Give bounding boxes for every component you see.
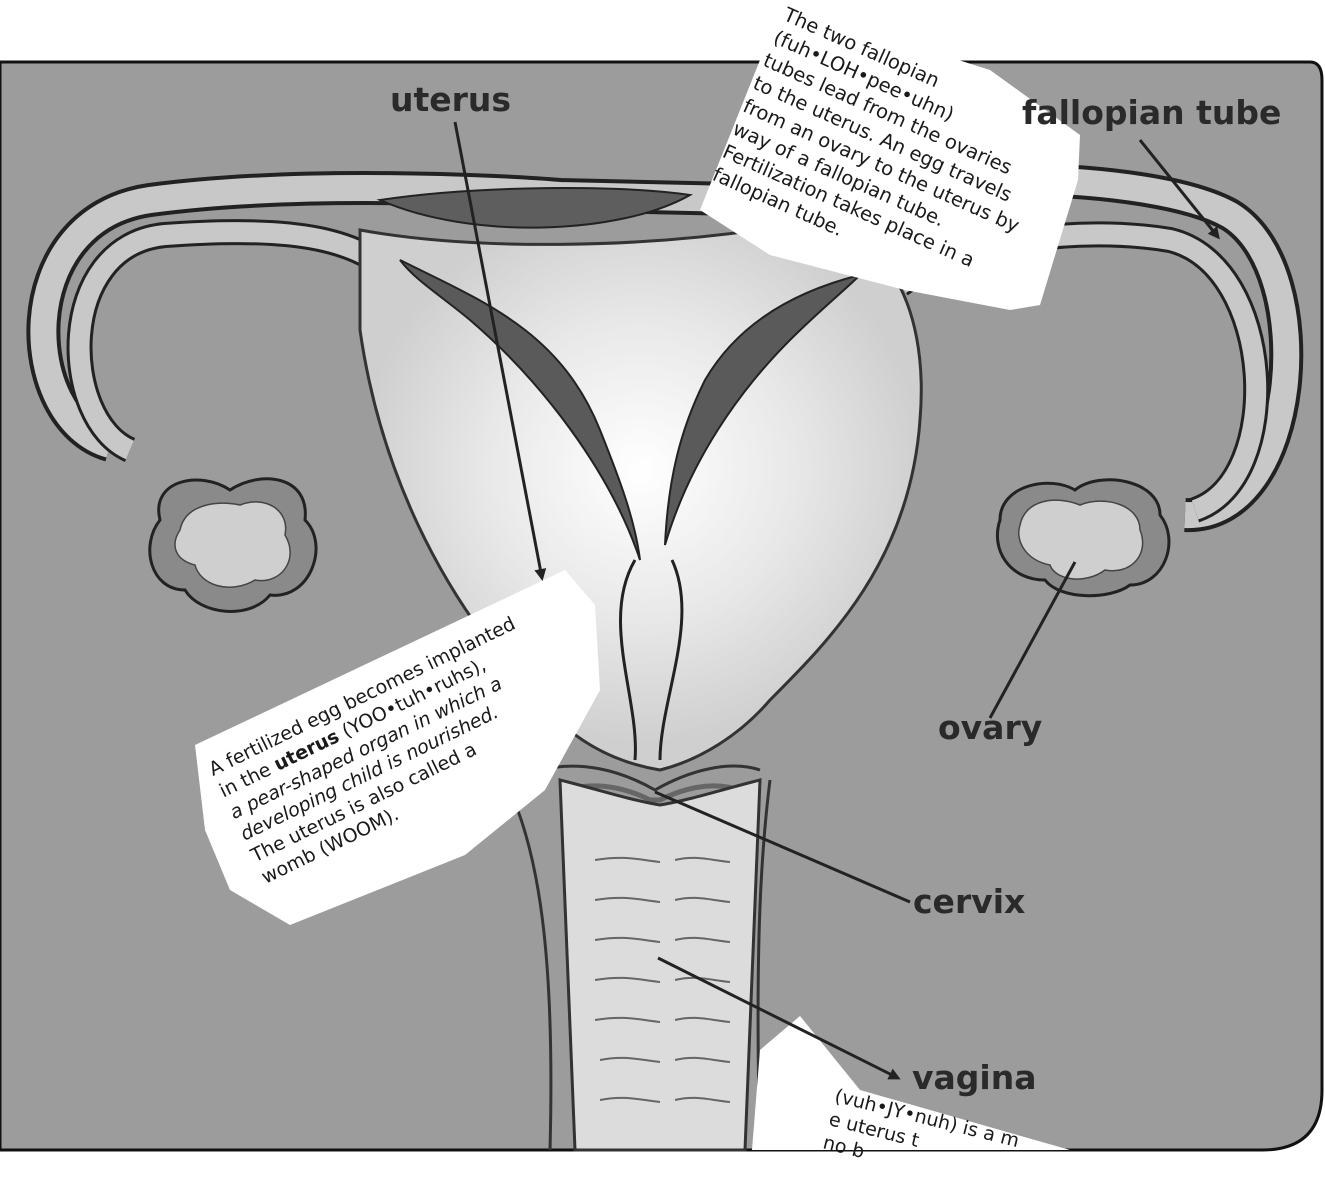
label-uterus: uterus: [390, 80, 511, 119]
label-cervix: cervix: [913, 882, 1025, 921]
label-vagina: vagina: [912, 1058, 1036, 1097]
reproductive-system-illustration: [0, 0, 1325, 1156]
label-ovary: ovary: [938, 708, 1042, 747]
diagram: uterus fallopian tube ovary cervix vagin…: [0, 0, 1325, 1156]
